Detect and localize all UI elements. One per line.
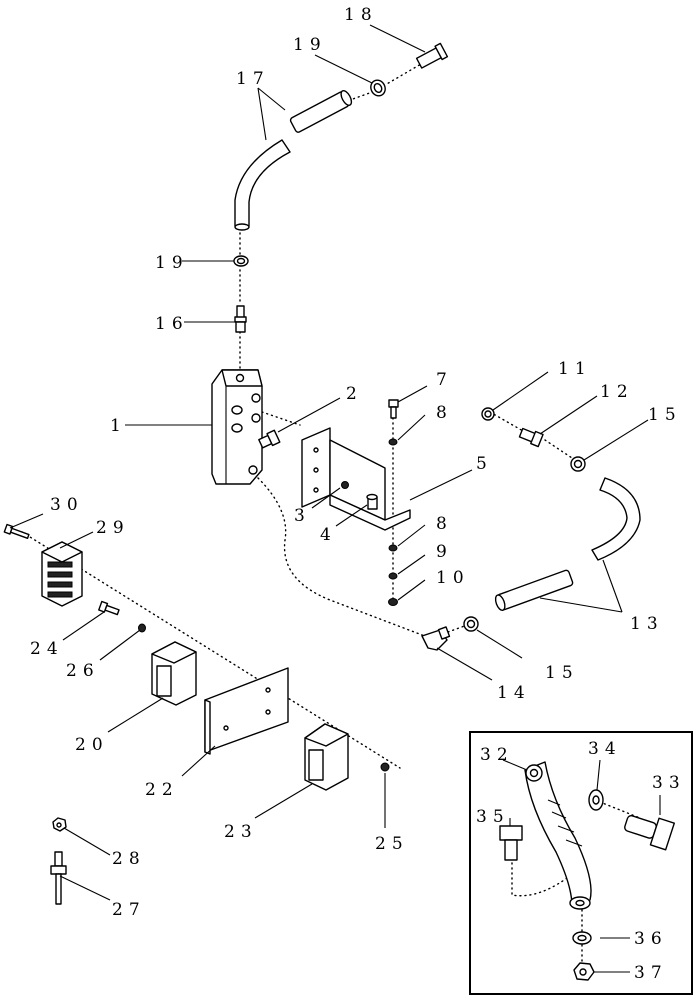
callout-13: 13 [630, 614, 664, 634]
callout-30: 30 [50, 495, 84, 515]
leader-lines [9, 24, 661, 973]
stud-27 [50, 851, 67, 905]
callout-16: 16 [155, 314, 189, 334]
fitting-16 [234, 305, 247, 333]
hose-17 [234, 89, 353, 231]
callout-37: 37 [634, 963, 668, 983]
callout-10: 10 [436, 568, 470, 588]
callout-8-bottom: 8 [436, 514, 453, 534]
callout-1: 1 [110, 416, 127, 436]
screw-7 [388, 399, 399, 419]
bolt-30 [3, 523, 30, 540]
callout-14: 14 [497, 683, 531, 703]
elbow-fitting-14 [421, 626, 451, 651]
callout-3: 3 [294, 506, 311, 526]
callout-19-mid: 19 [155, 253, 189, 273]
callout-2: 2 [346, 384, 363, 404]
lock-washer-9 [388, 572, 398, 580]
hose-clamp-19-top [370, 79, 386, 97]
bolt-4 [366, 493, 378, 510]
nut-26 [138, 623, 146, 633]
callout-20: 20 [75, 735, 109, 755]
callout-25: 25 [375, 834, 409, 854]
callout-7: 7 [436, 370, 453, 390]
callout-4: 4 [320, 525, 337, 545]
callout-33: 33 [652, 773, 686, 793]
hose-clamp-19-mid [233, 255, 249, 267]
hose-clamp-15-upper [570, 456, 586, 472]
barbed-fitting-18 [415, 42, 449, 69]
nut-37 [573, 962, 595, 981]
callout-34: 34 [588, 739, 622, 759]
callout-36: 36 [634, 929, 668, 949]
callout-35: 35 [476, 807, 510, 827]
relay-23 [304, 723, 349, 791]
ground-strap-32 [524, 761, 592, 910]
fitting-2 [258, 429, 281, 449]
callout-29: 29 [96, 518, 130, 538]
callout-5: 5 [476, 454, 493, 474]
screw-24 [98, 600, 120, 616]
callout-32: 32 [480, 745, 514, 765]
washer-34 [588, 789, 604, 811]
callout-18: 18 [344, 5, 378, 25]
bolt-33 [624, 815, 675, 851]
o-ring-11 [481, 407, 495, 421]
callout-8-top: 8 [436, 403, 453, 423]
hose-13 [494, 477, 641, 611]
callouts: 18 19 17 19 16 1 2 3 4 5 7 8 8 9 10 11 1… [30, 5, 686, 983]
callout-12: 12 [600, 382, 634, 402]
callout-19-top: 19 [293, 35, 327, 55]
callout-22: 22 [145, 780, 179, 800]
callout-26: 26 [66, 661, 100, 681]
callout-27: 27 [112, 900, 146, 920]
callout-17: 17 [236, 69, 270, 89]
terminal-strip-29 [41, 541, 83, 607]
callout-11: 11 [558, 359, 592, 379]
callout-28: 28 [112, 849, 146, 869]
callout-23: 23 [224, 822, 258, 842]
nut-3 [341, 481, 349, 489]
relay-20 [151, 641, 197, 706]
washer-8-bottom [388, 544, 398, 552]
bolt-35 [499, 825, 523, 861]
callout-15-lower: 15 [545, 663, 579, 683]
hose-clamp-15-lower [463, 616, 479, 632]
nut-25 [380, 762, 390, 772]
callout-15-upper: 15 [648, 405, 682, 425]
callout-24: 24 [30, 639, 64, 659]
lock-washer-36 [572, 931, 592, 945]
fitting-12 [518, 427, 544, 448]
washer-8-top [388, 438, 398, 446]
valve-body-1 [211, 369, 263, 485]
callout-9: 9 [436, 542, 453, 562]
mounting-plate-22 [204, 667, 289, 755]
nut-28 [52, 817, 67, 832]
nut-10 [388, 598, 398, 606]
inset-frame [469, 731, 693, 995]
